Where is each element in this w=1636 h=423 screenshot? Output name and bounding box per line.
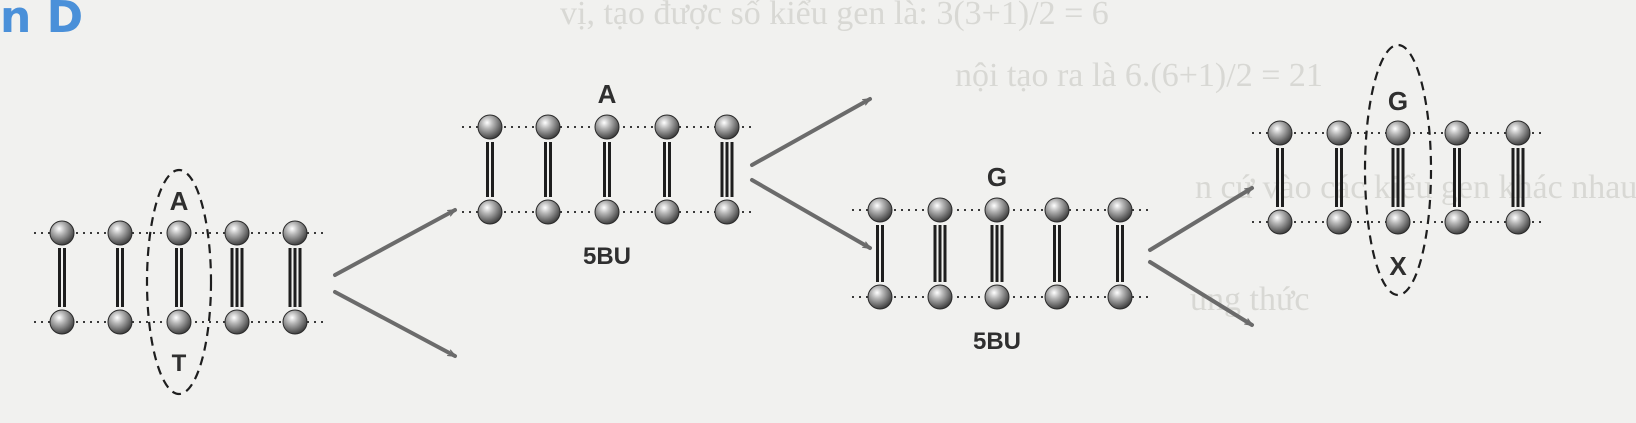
arrow-to-unshown-branch: [333, 290, 455, 358]
nucleotide: [927, 284, 953, 310]
top-base-label: A: [170, 186, 189, 216]
base-pair: [1444, 120, 1470, 235]
nucleotide: [282, 309, 308, 335]
molecule-g-5bu: G 5BU: [852, 162, 1148, 355]
nucleotide: [714, 199, 740, 225]
base-pair: [107, 220, 133, 335]
bottom-base-label: T: [172, 350, 187, 377]
nucleotide: [1385, 209, 1411, 235]
nucleotide: [1107, 284, 1133, 310]
nucleotide: [1267, 120, 1293, 146]
ghost-line-2: nội tạo ra là 6.(6+1)/2 = 21: [955, 57, 1323, 94]
base-pair: [1505, 120, 1531, 235]
base-pair: [166, 220, 192, 335]
molecule-original: AT: [34, 186, 323, 377]
nucleotide: [535, 199, 561, 225]
nucleotide: [594, 199, 620, 225]
nucleotide: [224, 220, 250, 246]
nucleotide: [107, 309, 133, 335]
nucleotide: [1326, 120, 1352, 146]
nucleotide: [1444, 209, 1470, 235]
top-base-label: G: [1388, 86, 1408, 116]
base-pair: [535, 114, 561, 225]
arrow-to-unshown-end: [1148, 260, 1252, 327]
nucleotide: [49, 220, 75, 246]
bottom-base-label: X: [1389, 251, 1407, 281]
base-pair: [927, 197, 953, 310]
nucleotide: [49, 309, 75, 335]
nucleotide: [166, 220, 192, 246]
arrow-to-a-5bu: [333, 208, 455, 277]
base-pair: [654, 114, 680, 225]
arrow-to-g-x: [1148, 186, 1252, 252]
molecule-g-x: GX: [1252, 86, 1546, 281]
nucleotide: [654, 114, 680, 140]
nucleotide: [535, 114, 561, 140]
nucleotide: [107, 220, 133, 246]
nucleotide: [477, 114, 503, 140]
nucleotide: [594, 114, 620, 140]
arrow-to-g-5bu: [750, 178, 870, 250]
nucleotide: [1044, 197, 1070, 223]
arrow-to-unshown-copy: [750, 97, 870, 167]
nucleotide: [927, 197, 953, 223]
nucleotide: [1505, 209, 1531, 235]
base-pair: [1326, 120, 1352, 235]
nucleotide: [1107, 197, 1133, 223]
background-text: vị, tạo được số kiểu gen là: 3(3+1)/2 = …: [560, 0, 1636, 318]
nucleotide: [984, 284, 1010, 310]
base-pair: [1267, 120, 1293, 235]
nucleotide: [1505, 120, 1531, 146]
nucleotide: [1444, 120, 1470, 146]
base-pair: [477, 114, 503, 225]
base-pair: [49, 220, 75, 335]
base-pair: [867, 197, 893, 310]
corner-heading: n D: [0, 0, 84, 43]
ghost-line-3: n cứ vào các kiểu gen khác nhau, số kiểu…: [1195, 169, 1636, 206]
nucleotide: [1267, 209, 1293, 235]
nucleotide: [867, 197, 893, 223]
nucleotide: [1044, 284, 1070, 310]
base-pair: [984, 197, 1010, 310]
base-pair: [594, 114, 620, 225]
nucleotide: [166, 309, 192, 335]
ghost-line-1: vị, tạo được số kiểu gen là: 3(3+1)/2 = …: [560, 0, 1109, 32]
nucleotide: [282, 220, 308, 246]
bottom-base-label: 5BU: [583, 243, 631, 270]
nucleotide: [1385, 120, 1411, 146]
nucleotide: [654, 199, 680, 225]
base-pair: [1107, 197, 1133, 310]
top-base-label: G: [987, 162, 1007, 192]
nucleotide: [477, 199, 503, 225]
molecule-a-5bu: A 5BU: [462, 79, 755, 270]
bottom-base-label: 5BU: [973, 328, 1021, 355]
circled-pair-gx: [1363, 43, 1433, 297]
base-pair: [1044, 197, 1070, 310]
nucleotide: [224, 309, 250, 335]
nucleotide: [1326, 209, 1352, 235]
arrows: [333, 97, 1252, 358]
base-pair: [714, 114, 740, 225]
base-pair: [224, 220, 250, 335]
nucleotide: [984, 197, 1010, 223]
nucleotide: [867, 284, 893, 310]
nucleotide: [714, 114, 740, 140]
circled-pair-at: [145, 168, 213, 396]
base-pair: [282, 220, 308, 335]
base-pair: [1385, 120, 1411, 235]
top-base-label: A: [598, 79, 617, 109]
